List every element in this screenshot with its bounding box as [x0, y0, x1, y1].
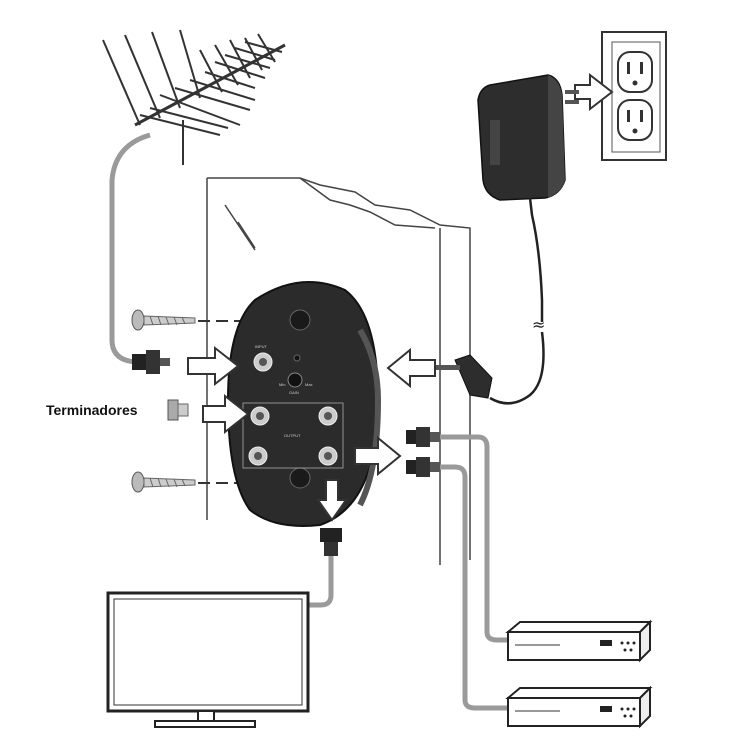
arrow-to-outlet: [574, 72, 614, 112]
arrow-input: [187, 345, 240, 387]
arrow-output: [354, 435, 402, 477]
terminadores-label: Terminadores: [46, 402, 138, 418]
coax-connector-icon: [406, 427, 440, 447]
gain-min-label: Min: [279, 382, 285, 387]
coax-connector-icon: [406, 457, 440, 477]
tv-icon: [106, 591, 310, 728]
receiver-box-icon: [505, 685, 653, 729]
antenna-icon: [102, 29, 286, 165]
amp-input-label: INPUT: [255, 344, 268, 349]
screw-icon: [131, 309, 196, 331]
terminator-icon: [167, 399, 189, 421]
coax-connector-icon: [320, 528, 342, 556]
power-adapter-icon: [477, 74, 579, 201]
tv-cable: [308, 556, 334, 608]
arrow-power-in: [386, 347, 436, 389]
screw-icon: [131, 471, 196, 493]
antenna-cable: [109, 132, 151, 365]
receiver-box-icon: [505, 619, 653, 663]
gain-label: GAIN: [289, 390, 299, 395]
wall-outlet-icon: [601, 31, 667, 161]
receiver-cable-2: [440, 464, 515, 711]
amplifier-icon: INPUT Min Max GAIN OUTPUT: [226, 281, 382, 527]
gain-max-label: Max: [305, 382, 313, 387]
coax-connector-icon: [132, 350, 170, 374]
power-cord: [489, 197, 545, 405]
svg-text:≈: ≈: [532, 315, 545, 334]
amp-output-label: OUTPUT: [284, 433, 301, 438]
arrow-down: [316, 479, 348, 522]
arrow-terminator: [202, 393, 250, 435]
receiver-cable-1: [440, 434, 515, 643]
power-plug-icon: [432, 354, 493, 399]
wall: [206, 177, 471, 565]
